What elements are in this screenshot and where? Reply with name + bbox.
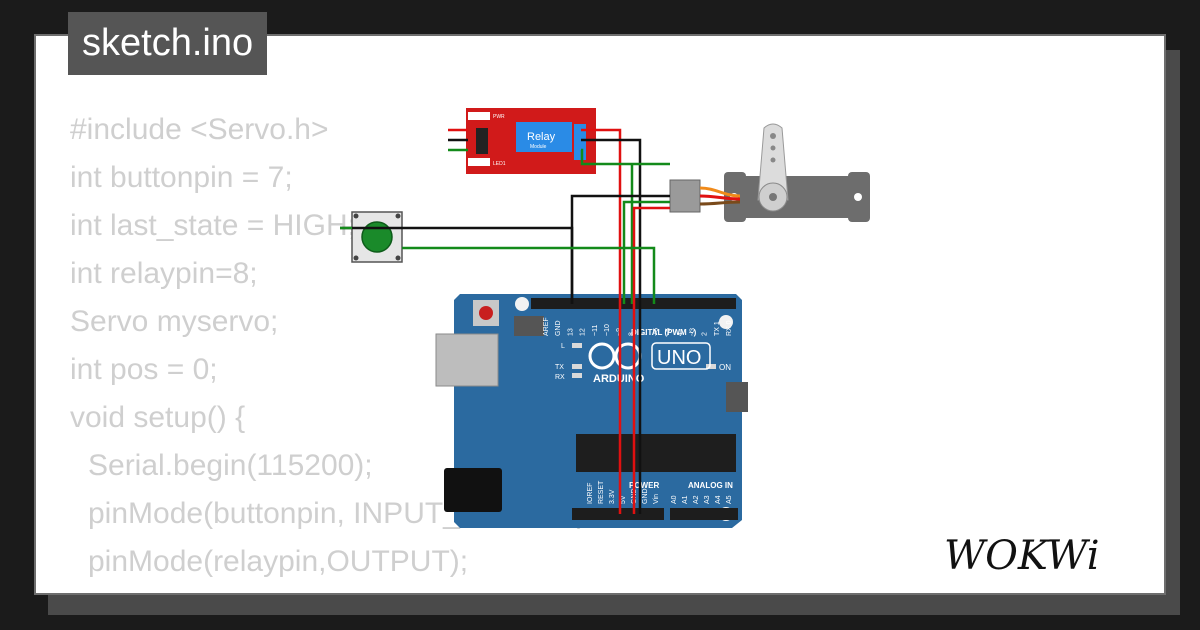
top-pin-label: 7 — [641, 332, 648, 336]
code-line: int pos = 0; — [70, 353, 218, 386]
circuit-diagram: ARDUINO UNO DIGITAL (PWM ~) POWER ANALOG… — [340, 108, 870, 528]
top-pin-label: ~3 — [689, 328, 696, 336]
arduino-uno-board[interactable]: ARDUINO UNO DIGITAL (PWM ~) POWER ANALOG… — [435, 294, 748, 528]
top-pin-label: 4 — [677, 332, 684, 336]
digital-label: DIGITAL (PWM ~) — [631, 328, 697, 337]
wokwi-logo[interactable]: WOKWi — [938, 531, 1114, 581]
tx-led-label: TX — [555, 364, 564, 371]
bottom-pin-label: Vin — [653, 494, 660, 504]
analog-label: ANALOG IN — [688, 481, 733, 490]
code-line: #include <Servo.h> — [70, 113, 329, 146]
top-pin-label: 2 — [702, 332, 709, 336]
bottom-pin-label: 3.3V — [609, 489, 616, 504]
push-button[interactable] — [351, 211, 403, 263]
servo-motor[interactable] — [669, 123, 870, 222]
top-pin-label: 12 — [580, 328, 587, 336]
power-label: POWER — [629, 481, 659, 490]
top-pin-label: TX 1 — [714, 321, 721, 336]
on-led-label: ON — [719, 363, 731, 372]
relay-led-label: LED1 — [493, 161, 506, 167]
bottom-pin-label: A0 — [671, 495, 678, 504]
code-line: Servo myservo; — [70, 305, 279, 338]
top-pin-label: 8 — [628, 332, 635, 336]
bottom-pin-label: A3 — [704, 495, 711, 504]
top-pin-label: ~6 — [653, 328, 660, 336]
code-preview: #include <Servo.h> int buttonpin = 7; int … — [70, 106, 595, 593]
rx-led-label: RX — [555, 374, 565, 381]
bottom-pin-label: A1 — [682, 495, 689, 504]
bottom-pin-label: RESET — [598, 480, 605, 504]
bottom-pin-label: A2 — [693, 495, 700, 504]
bottom-pin-label: A4 — [715, 495, 722, 504]
project-card[interactable]: #include <Servo.h> int buttonpin = 7; int … — [34, 34, 1166, 595]
wokwi-logo-text: WOKWi — [944, 533, 1100, 579]
code-line: void setup() { — [70, 401, 246, 434]
relay-module[interactable]: PWR LED1 Relay Module — [466, 108, 596, 174]
wires — [340, 128, 670, 514]
top-pin-label: AREF — [543, 317, 550, 336]
bottom-pin-label: A5 — [726, 495, 733, 504]
bottom-pin-label: GND — [642, 488, 649, 504]
top-pin-label: RX 0 — [726, 320, 733, 336]
code-line: pinMode(relaypin,OUTPUT); — [88, 545, 469, 578]
file-name-tab[interactable]: sketch.ino — [68, 12, 268, 75]
l-led-label: L — [561, 343, 565, 350]
relay-title: Relay — [527, 131, 556, 143]
relay-pwr-label: PWR — [493, 114, 505, 120]
relay-subtitle: Module — [530, 144, 547, 150]
code-line: int relaypin=8; — [70, 257, 258, 290]
code-line: int buttonpin = 7; — [70, 161, 293, 194]
bottom-pin-label: 5V — [620, 495, 627, 504]
arduino-model-label: UNO — [657, 347, 701, 369]
code-line: Serial.begin(115200); — [88, 449, 373, 482]
code-line: int last_state = HIGH; — [70, 209, 356, 242]
top-pin-label: ~5 — [665, 328, 672, 336]
top-pin-label: ~11 — [592, 325, 599, 336]
top-pin-label: 13 — [567, 328, 574, 336]
bottom-pin-label: IOREF — [587, 483, 594, 504]
top-pin-label: ~10 — [604, 324, 611, 336]
top-pin-label: GND — [555, 320, 562, 336]
